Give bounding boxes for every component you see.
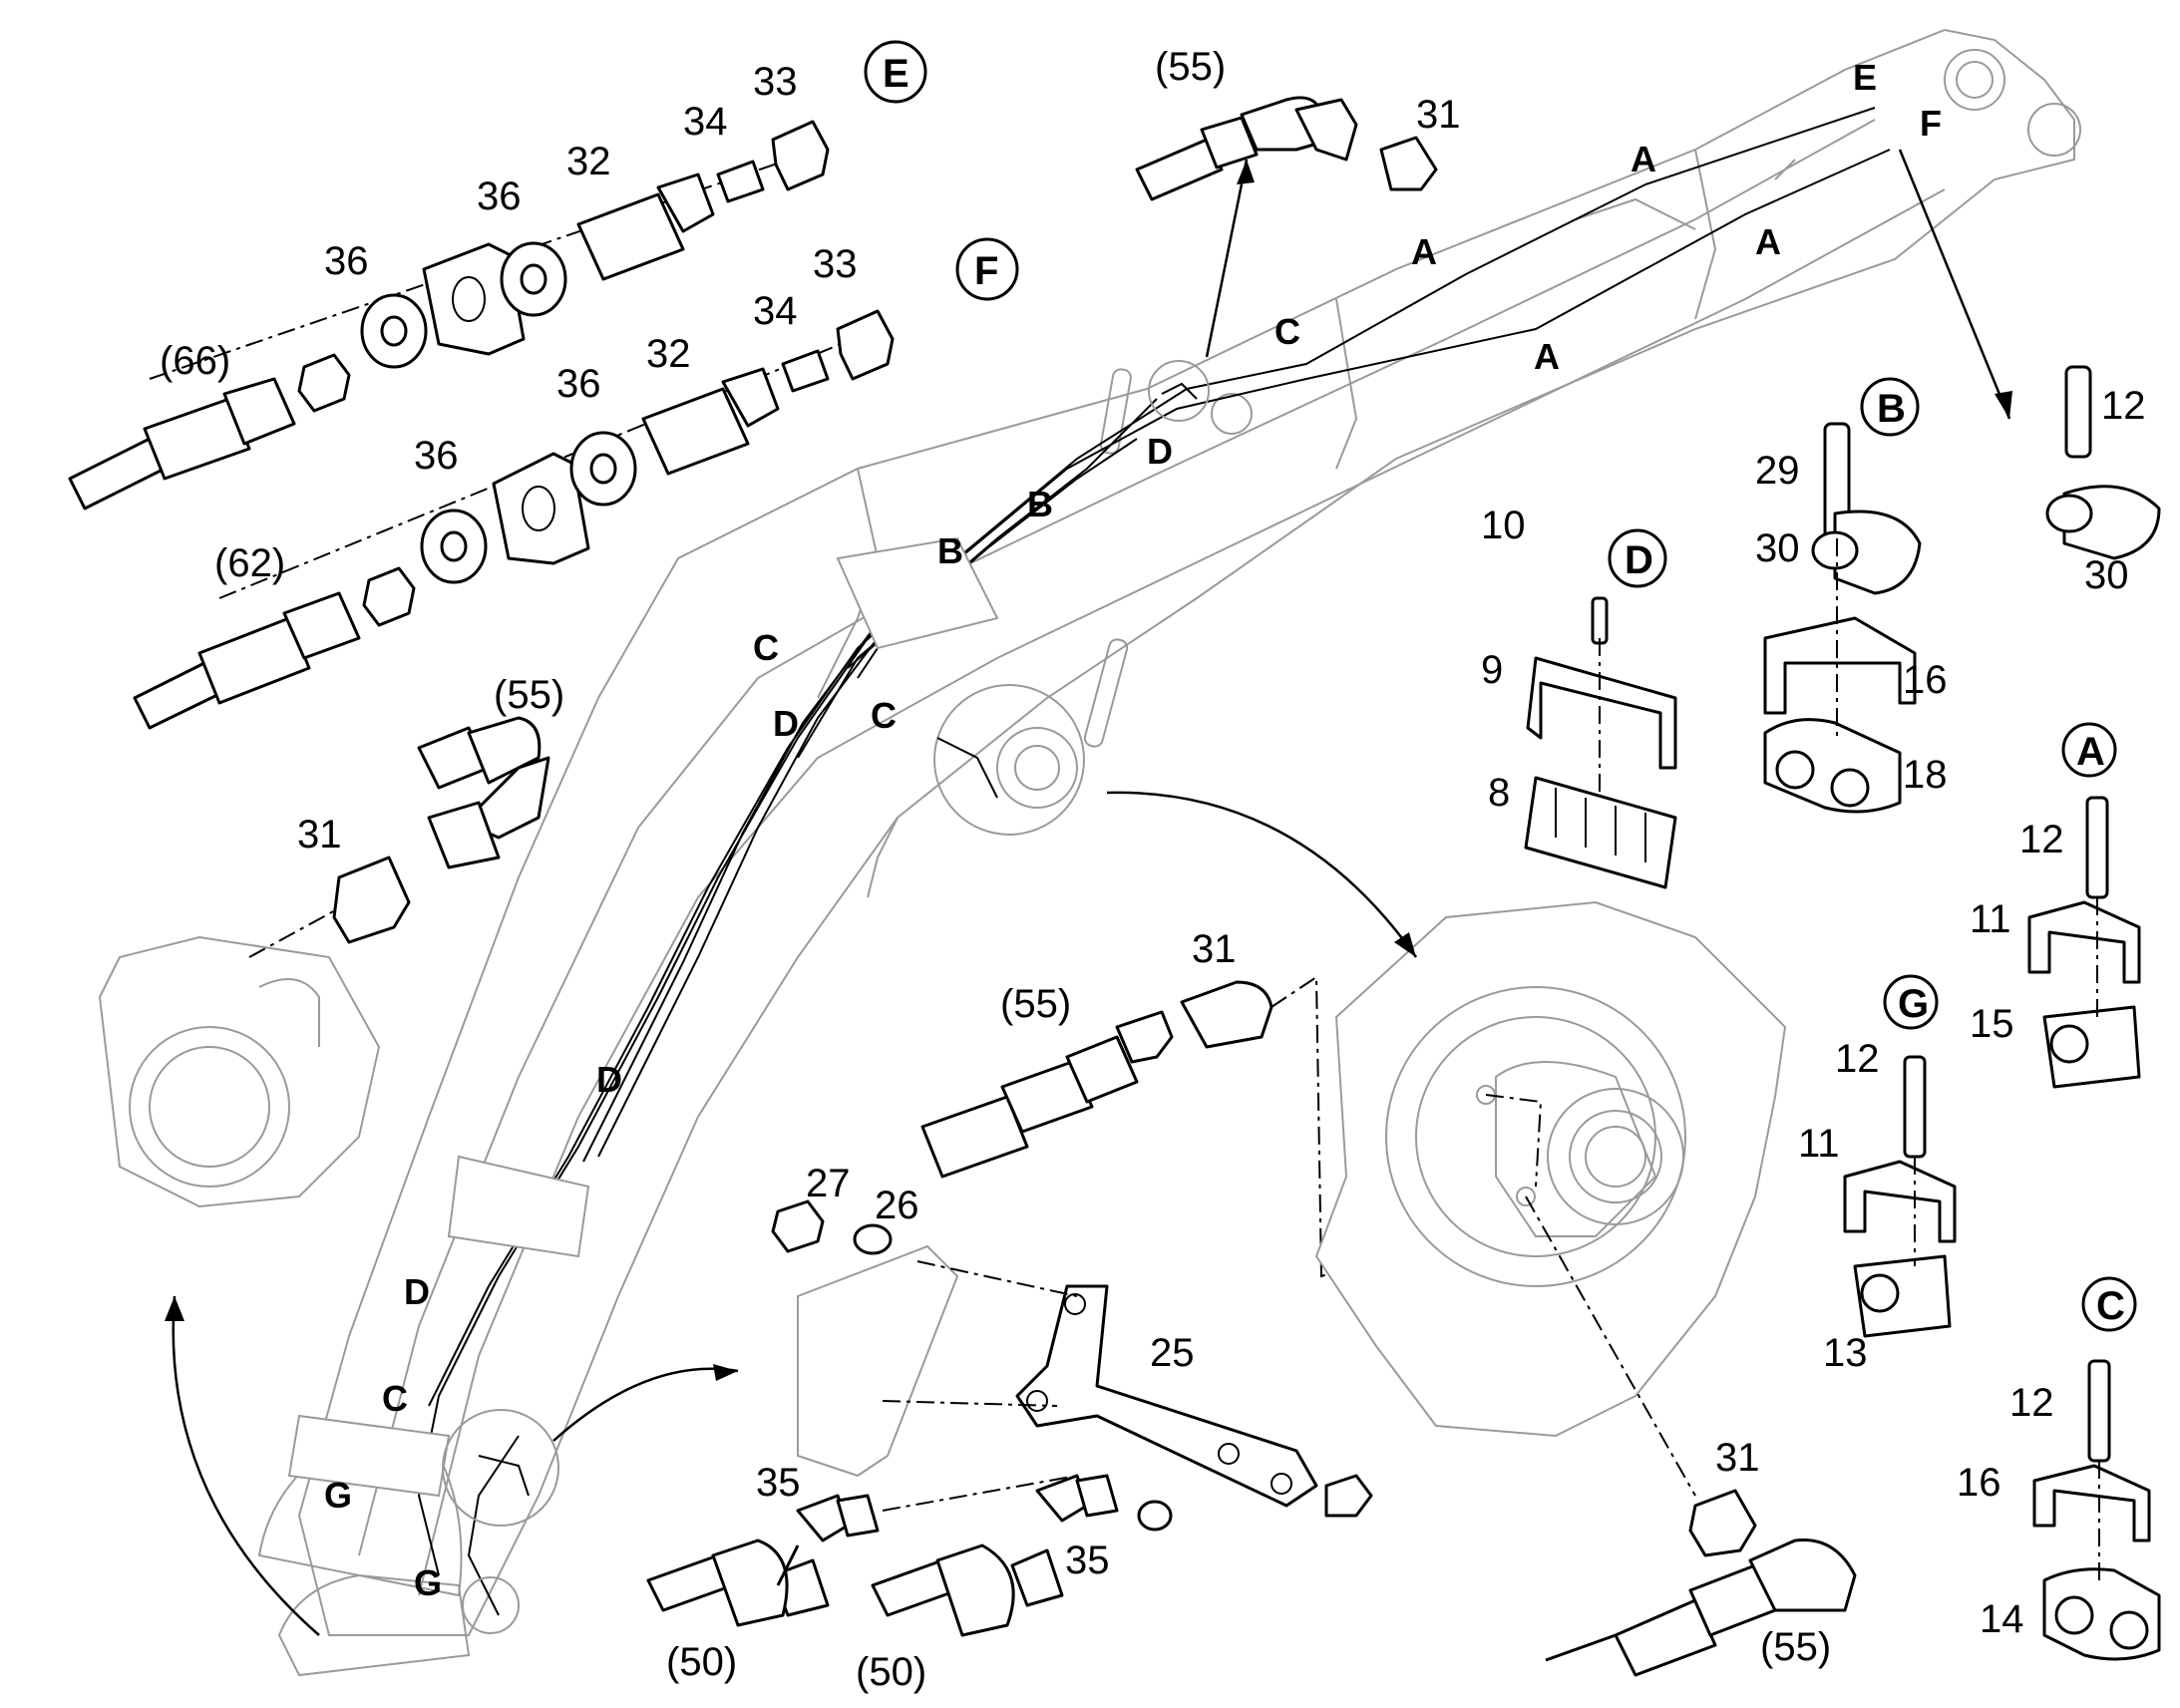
label-55-bottom: (55) bbox=[1760, 1625, 1831, 1669]
label-36-f1: 36 bbox=[556, 362, 601, 406]
detail-b-marker bbox=[1860, 377, 1920, 437]
detail-a-marker bbox=[2061, 722, 2117, 778]
label-18: 18 bbox=[1903, 753, 1948, 797]
label-13: 13 bbox=[1823, 1331, 1868, 1375]
boom-letter-c1: C bbox=[1274, 311, 1300, 352]
label-9: 9 bbox=[1481, 648, 1503, 692]
boom-letter-a2: A bbox=[1755, 221, 1781, 262]
label-12-a: 12 bbox=[2019, 818, 2064, 861]
detail-b-clamp: B bbox=[1763, 377, 1922, 814]
cylinder-head-detail bbox=[1106, 791, 1787, 1497]
label-16-b: 16 bbox=[1903, 658, 1948, 702]
boom-letter-c2: C bbox=[753, 627, 779, 668]
boom-letter-c3: C bbox=[871, 695, 897, 736]
boom-letter-a4: A bbox=[1534, 336, 1560, 377]
boom-letter-a3: A bbox=[1411, 231, 1437, 272]
detail-a-letter: A bbox=[2076, 730, 2105, 774]
label-30-b: 30 bbox=[1755, 526, 1800, 570]
label-15: 15 bbox=[1970, 1002, 2014, 1046]
label-26: 26 bbox=[875, 1184, 919, 1227]
label-16-c: 16 bbox=[1957, 1461, 2001, 1505]
detail-c-letter: C bbox=[2096, 1284, 2125, 1328]
detail-d-clamp: D bbox=[1524, 528, 1677, 889]
center-hose-55-assembly bbox=[920, 975, 1527, 1278]
boom-letter-a1: A bbox=[1631, 139, 1656, 179]
detail-f-marker bbox=[955, 237, 1019, 301]
label-36-e2: 36 bbox=[324, 239, 369, 283]
detail-g-clamp: G bbox=[1843, 974, 1957, 1338]
boom-letter-b2: B bbox=[937, 530, 963, 571]
label-12-c: 12 bbox=[2009, 1381, 2054, 1425]
detail-e-marker bbox=[864, 40, 927, 104]
boom-hose-routing bbox=[287, 107, 1891, 1616]
label-55-center: (55) bbox=[1000, 982, 1071, 1026]
label-33-e: 33 bbox=[753, 60, 798, 104]
boom-letter-d2: D bbox=[773, 703, 799, 744]
detail-e-letter: E bbox=[883, 52, 909, 96]
boom-letter-c4: C bbox=[382, 1378, 408, 1419]
label-50-right: (50) bbox=[856, 1650, 926, 1694]
detail-f-clamp bbox=[1898, 149, 2161, 560]
detail-f-letter: F bbox=[974, 249, 998, 293]
boom-letter-e: E bbox=[1853, 57, 1877, 98]
label-14: 14 bbox=[1980, 1597, 2024, 1641]
label-29: 29 bbox=[1755, 449, 1800, 493]
label-66: (66) bbox=[160, 339, 230, 383]
boom-letter-d1: D bbox=[1147, 431, 1173, 472]
label-11-g: 11 bbox=[1798, 1122, 1840, 1166]
label-34-e: 34 bbox=[683, 100, 728, 144]
boom-detail-callouts bbox=[442, 360, 1210, 1634]
boom-letter-f: F bbox=[1920, 103, 1942, 144]
bottom-right-hose-55-assembly bbox=[1545, 1489, 1857, 1677]
label-35-right: 35 bbox=[1065, 1538, 1110, 1582]
label-35-left: 35 bbox=[756, 1461, 801, 1505]
detail-e-assembly: E bbox=[68, 40, 927, 511]
label-33-f: 33 bbox=[813, 242, 858, 286]
detail-c-clamp: C bbox=[2032, 1276, 2161, 1661]
label-25: 25 bbox=[1150, 1331, 1195, 1375]
label-10: 10 bbox=[1481, 504, 1526, 547]
label-27: 27 bbox=[806, 1162, 851, 1205]
label-55-top: (55) bbox=[1155, 45, 1226, 89]
boom-letter-g1: G bbox=[324, 1475, 352, 1516]
left-hose-55-assembly bbox=[98, 716, 550, 1636]
label-32-f: 32 bbox=[646, 332, 691, 376]
label-31-left: 31 bbox=[297, 813, 342, 856]
label-55-left: (55) bbox=[494, 673, 564, 717]
label-36-f2: 36 bbox=[414, 434, 459, 478]
detail-d-marker bbox=[1608, 528, 1667, 588]
label-31-top: 31 bbox=[1416, 93, 1461, 137]
fittings-35-hoses-50 bbox=[646, 1474, 1173, 1637]
label-30-f: 30 bbox=[2084, 553, 2129, 597]
detail-f-assembly: F bbox=[133, 237, 1019, 730]
label-12-g: 12 bbox=[1835, 1037, 1880, 1081]
part-labels: 33 34 32 36 36 (66) 33 34 32 36 36 (62) … bbox=[160, 45, 2146, 1694]
label-36-e1: 36 bbox=[477, 174, 522, 218]
label-32-e: 32 bbox=[566, 140, 611, 183]
detail-b-letter: B bbox=[1877, 387, 1906, 431]
boom-letter-g2: G bbox=[414, 1562, 442, 1603]
boom-letter-d3: D bbox=[596, 1059, 622, 1100]
top-hose-55-assembly bbox=[1135, 96, 1438, 358]
detail-d-letter: D bbox=[1625, 538, 1653, 582]
label-31-bottom: 31 bbox=[1715, 1436, 1760, 1480]
label-62: (62) bbox=[214, 541, 285, 585]
label-34-f: 34 bbox=[753, 289, 798, 333]
boom-letter-d4: D bbox=[404, 1271, 430, 1312]
boom-letter-b1: B bbox=[1027, 484, 1053, 524]
label-12-f: 12 bbox=[2101, 384, 2146, 428]
label-8: 8 bbox=[1488, 771, 1510, 815]
label-11-a: 11 bbox=[1970, 897, 2011, 941]
label-50-left: (50) bbox=[666, 1640, 737, 1684]
detail-g-letter: G bbox=[1898, 982, 1929, 1026]
detail-a-clamp: A bbox=[2027, 722, 2141, 1089]
bracket-assembly bbox=[552, 1199, 1373, 1518]
boom-letters: E F A A A A C D B B C D C D D C G G bbox=[324, 57, 1942, 1603]
detail-g-marker bbox=[1883, 974, 1939, 1030]
label-31-center: 31 bbox=[1192, 927, 1237, 971]
detail-c-marker bbox=[2081, 1276, 2137, 1332]
